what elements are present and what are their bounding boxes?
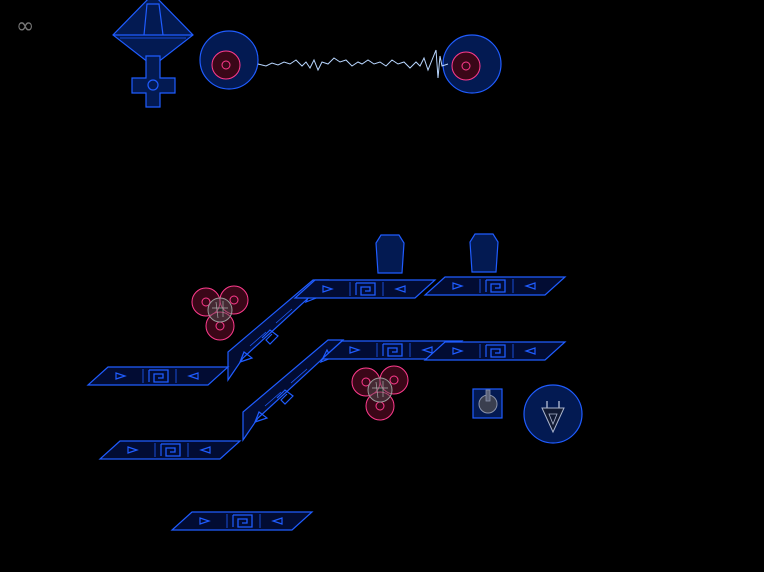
post-icon[interactable] xyxy=(469,233,499,273)
platform-tile[interactable] xyxy=(171,511,313,531)
diamond-goal-icon[interactable] xyxy=(112,0,194,108)
platform-tile[interactable] xyxy=(99,440,241,460)
platform-tile[interactable] xyxy=(424,341,566,361)
emitter-right[interactable] xyxy=(442,34,502,94)
lives-counter: ∞ xyxy=(16,14,34,40)
plug-icon[interactable] xyxy=(523,384,583,444)
energy-wave xyxy=(257,49,449,79)
infinity-icon: ∞ xyxy=(16,14,34,39)
switch-icon[interactable] xyxy=(472,388,503,419)
tri-bumper-icon[interactable] xyxy=(351,365,409,421)
emitter-left[interactable] xyxy=(199,30,259,90)
platform-tile[interactable] xyxy=(424,276,566,296)
post-icon[interactable] xyxy=(375,234,405,274)
platform-tile[interactable] xyxy=(87,366,229,386)
platform-tile[interactable] xyxy=(294,279,436,299)
tri-bumper-icon[interactable] xyxy=(191,285,249,341)
